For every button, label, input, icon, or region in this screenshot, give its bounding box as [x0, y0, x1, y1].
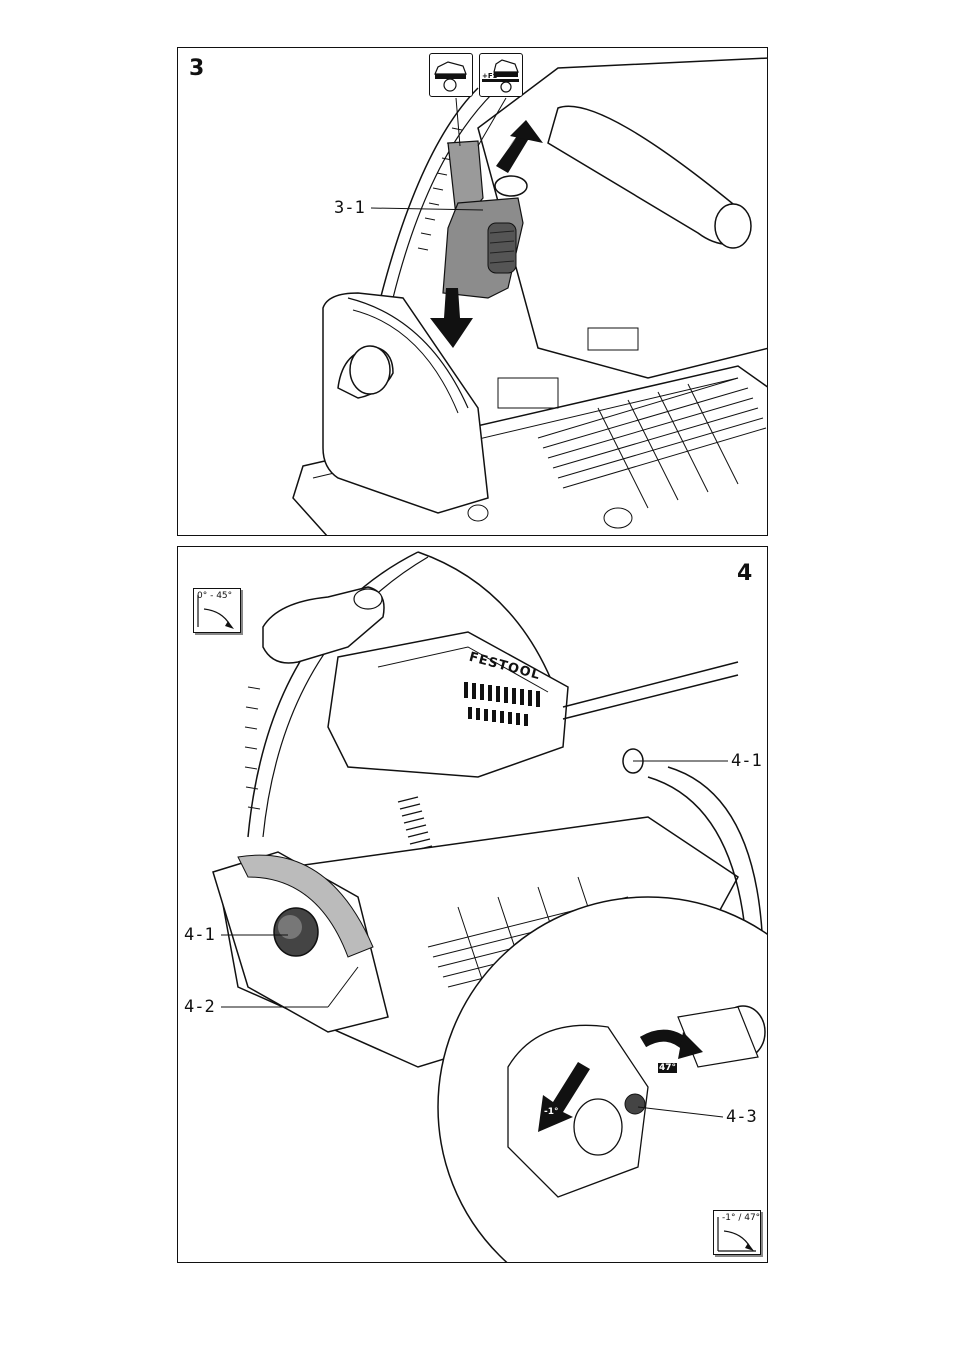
fs-tag: +FS	[482, 72, 498, 80]
callout-4-2: 4-2	[184, 997, 215, 1017]
figure-3-number: 3	[189, 56, 205, 81]
extended-bevel-range-label: -1° / 47°	[722, 1213, 761, 1223]
callout-4-1-left: 4-1	[184, 925, 215, 945]
extended-bevel-range-icon: -1° / 47°	[713, 1210, 761, 1255]
figure-4-panel: 4 FESTOOL 0° - 45° -1° / 47° -1° 47° 4-1…	[177, 546, 768, 1263]
figure-3-panel: 3 +FS 3-1	[177, 47, 768, 536]
callout-3-1: 3-1	[334, 198, 365, 218]
minus-one-degree-label: -1°	[544, 1107, 559, 1117]
figure-4-number: 4	[737, 561, 753, 586]
callout-4-1-right: 4-1	[731, 751, 762, 771]
figure-3-illustration	[292, 57, 767, 535]
bevel-range-icon: 0° - 45°	[193, 588, 241, 633]
forty-seven-degree-label: 47°	[658, 1063, 678, 1073]
figure-4-illustration	[212, 551, 767, 1262]
callout-4-3: 4-3	[726, 1107, 757, 1127]
plunge-mode-icon	[429, 53, 473, 97]
fs-rail-mode-icon: +FS	[479, 53, 523, 97]
bevel-range-label: 0° - 45°	[197, 591, 233, 601]
